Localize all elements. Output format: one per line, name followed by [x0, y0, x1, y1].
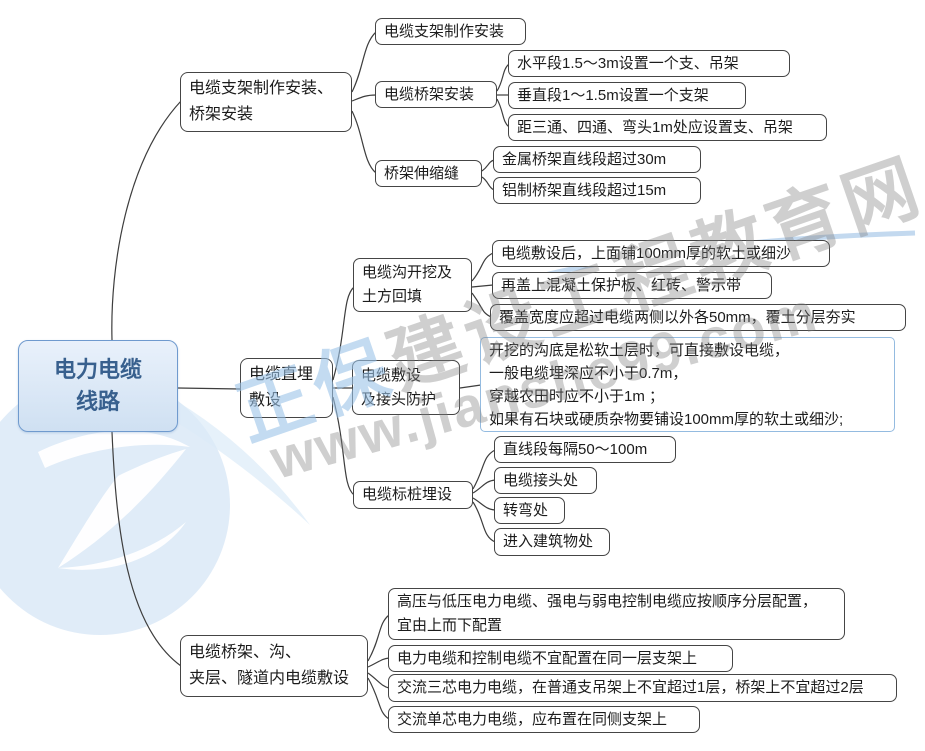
node-aluminum-tray-15m[interactable]: 铝制桥架直线段超过15m — [493, 177, 701, 204]
logo-z-bottom-blade — [58, 522, 186, 570]
logo-faint-swoosh — [145, 385, 310, 525]
node-cable-tray-install[interactable]: 电缆桥架安装 — [375, 81, 497, 108]
node-layered-arrangement-rule[interactable]: 高压与低压电力电缆、强电与弱电控制电缆应按顺序分层配置， 宜由上而下配置 — [388, 588, 845, 640]
node-protection-board-rule[interactable]: 再盖上混凝土保护板、红砖、警示带 — [492, 272, 772, 299]
node-trench-excavation-backfill[interactable]: 电缆沟开挖及 土方回填 — [353, 258, 472, 312]
node-cover-width-rule[interactable]: 覆盖宽度应超过电缆两侧以外各50mm，覆土分层夯实 — [490, 304, 906, 331]
node-building-entry-point[interactable]: 进入建筑物处 — [494, 528, 610, 556]
node-laying-and-joint-protection[interactable]: 电缆敷设 及接头防护 — [352, 360, 460, 415]
node-tray-trench-tunnel-laying[interactable]: 电缆桥架、沟、 夹层、隧道内电缆敷设 — [180, 635, 368, 697]
node-turning-point[interactable]: 转弯处 — [494, 497, 565, 524]
node-support-and-tray-install[interactable]: 电缆支架制作安装、 桥架安装 — [180, 72, 352, 132]
node-direct-burial-laying[interactable]: 电缆直埋 敷设 — [240, 358, 333, 418]
node-tee-elbow-rule[interactable]: 距三通、四通、弯头1m处应设置支、吊架 — [508, 114, 827, 141]
node-marker-stake-burial[interactable]: 电缆标桩埋设 — [353, 481, 473, 509]
node-tray-expansion-joint[interactable]: 桥架伸缩缝 — [375, 160, 482, 187]
logo-z-top-blade — [38, 430, 190, 468]
node-three-core-layer-rule[interactable]: 交流三芯电力电缆，在普通支吊架上不宜超过1层，桥架上不宜超过2层 — [388, 674, 897, 702]
logo-z-diagonal — [58, 449, 186, 568]
node-vertical-span-rule[interactable]: 垂直段1～1.5m设置一个支架 — [508, 82, 746, 109]
node-root-power-cable-line[interactable]: 电力电缆 线路 — [18, 340, 178, 432]
node-straight-section-interval[interactable]: 直线段每隔50～100m — [494, 436, 676, 463]
node-burial-depth-note[interactable]: 开挖的沟底是松软土层时，可直接敷设电缆， 一般电缆埋深应不小于0.7m， 穿越农… — [480, 337, 895, 432]
node-cable-joint-location[interactable]: 电缆接头处 — [494, 467, 597, 494]
node-support-fabrication-install[interactable]: 电缆支架制作安装 — [375, 18, 526, 45]
node-power-control-separate-rule[interactable]: 电力电缆和控制电缆不宜配置在同一层支架上 — [388, 645, 733, 672]
node-metal-tray-30m[interactable]: 金属桥架直线段超过30m — [493, 146, 701, 173]
node-single-core-same-side-rule[interactable]: 交流单芯电力电缆，应布置在同侧支架上 — [388, 706, 700, 733]
node-soft-soil-cover-rule[interactable]: 电缆敷设后，上面铺100mm厚的软土或细沙 — [492, 240, 830, 267]
node-horizontal-span-rule[interactable]: 水平段1.5～3m设置一个支、吊架 — [508, 50, 790, 77]
